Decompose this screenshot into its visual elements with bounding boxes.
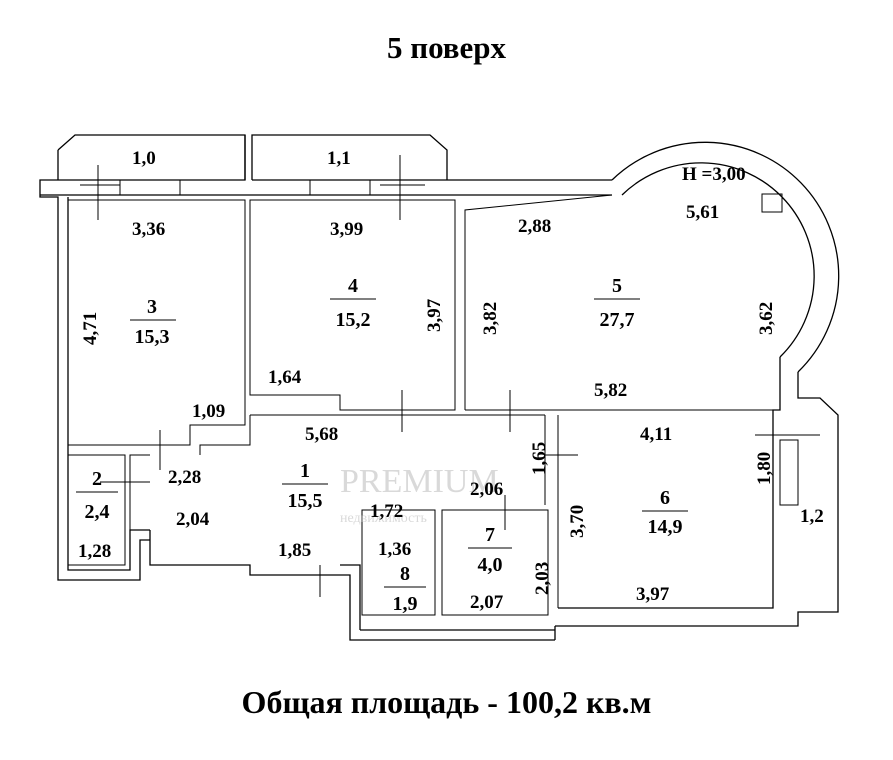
dim-label: 3,70	[567, 505, 588, 538]
room-number: 4	[348, 275, 358, 297]
room-number: 7	[485, 524, 495, 546]
dim-label: 1,2	[800, 506, 824, 527]
room-area: 1,9	[393, 593, 418, 615]
room-5-wall	[464, 194, 773, 411]
room-area: 4,0	[478, 554, 503, 576]
vent-shaft	[761, 193, 783, 213]
balcony-left	[57, 135, 246, 180]
bath-wall	[361, 509, 549, 616]
room-area: 15,2	[336, 309, 371, 331]
outer-wall	[39, 134, 246, 581]
dim-label: 3,97	[424, 298, 445, 332]
plan-title: 5 поверх	[386, 30, 507, 65]
dim-label: 2,04	[176, 509, 210, 530]
dim-label: 3,36	[132, 219, 165, 240]
dim-label: 1,85	[278, 540, 311, 561]
room-area: 15,3	[135, 326, 170, 348]
dim-label: 1,36	[378, 539, 411, 560]
room-2-label: 2 2,4	[76, 468, 118, 523]
watermark-brand: PREMIUM	[340, 463, 499, 500]
bay-window-outer	[611, 141, 840, 373]
dim-label: 2,88	[518, 216, 551, 237]
door-marks	[80, 155, 820, 597]
dim-label: 1,0	[132, 148, 156, 169]
dim-label: 3,82	[480, 302, 501, 335]
room-3-wall	[68, 199, 246, 446]
window-marks	[119, 179, 799, 506]
room-number: 1	[300, 460, 310, 482]
dim-label: 5,82	[594, 380, 627, 401]
dim-label: 3,62	[756, 302, 777, 335]
dim-label: 4,11	[640, 424, 672, 445]
room-number: 5	[612, 275, 622, 297]
room-6-wall	[544, 415, 559, 608]
dim-label: 2,28	[168, 467, 201, 488]
room-labels: 3 15,3 4 15,2 5 27,7 1 15,5 2 2,4 6 14,9	[76, 275, 688, 615]
dim-label: 5,61	[686, 202, 719, 223]
dim-label: 1,65	[529, 442, 550, 475]
room-3-label: 3 15,3	[130, 296, 176, 348]
dim-label: 2,07	[470, 592, 504, 613]
total-area: Общая площадь - 100,2 кв.м	[241, 684, 652, 720]
room-1-label: 1 15,5	[282, 460, 328, 512]
room-number: 2	[92, 468, 102, 490]
room-area: 2,4	[85, 501, 110, 523]
room-number: 8	[400, 563, 410, 585]
bottom-wall	[149, 530, 555, 641]
dim-label: 2,03	[532, 562, 553, 595]
dim-label: 3,97	[636, 584, 670, 605]
dim-label: 4,71	[80, 312, 101, 345]
dim-label: 1,28	[78, 541, 111, 562]
room-7-label: 7 4,0	[468, 524, 512, 576]
room-number: 6	[660, 487, 670, 509]
room-area: 14,9	[648, 516, 683, 538]
watermark-sub: недвижимость	[340, 511, 427, 526]
dim-label: 2,06	[470, 479, 503, 500]
dim-label: 1,64	[268, 367, 302, 388]
interior-walls	[68, 155, 820, 616]
outer-wall-inner	[67, 197, 150, 571]
bottom-wall-inner	[340, 564, 556, 640]
dim-label: 1,72	[370, 501, 403, 522]
room-5-label: 5 27,7	[594, 275, 640, 331]
dim-label: 1,80	[754, 452, 775, 485]
balcony-center	[251, 134, 612, 181]
room-4-wall	[249, 199, 456, 411]
dim-label: 1,1	[327, 148, 351, 169]
room-area: 15,5	[288, 490, 323, 512]
room-2-wall	[68, 454, 126, 566]
dim-label: 5,68	[305, 424, 338, 445]
room-4-label: 4 15,2	[330, 275, 376, 331]
bay-window-inner	[621, 162, 815, 358]
right-wall-inner	[558, 357, 781, 609]
room-6-label: 6 14,9	[642, 487, 688, 538]
room-8-label: 8 1,9	[384, 563, 426, 615]
ceiling-height: H =3,00	[682, 164, 746, 185]
dim-label: 3,99	[330, 219, 363, 240]
dim-label: 1,09	[192, 401, 225, 422]
dimension-labels: 1,0 1,1 3,36 3,99 2,88 5,61 4,71 3,97 3,…	[78, 148, 824, 613]
hall-wall	[129, 414, 545, 530]
room-area: 27,7	[600, 309, 635, 331]
room-number: 3	[147, 296, 157, 318]
right-wall	[555, 372, 839, 627]
